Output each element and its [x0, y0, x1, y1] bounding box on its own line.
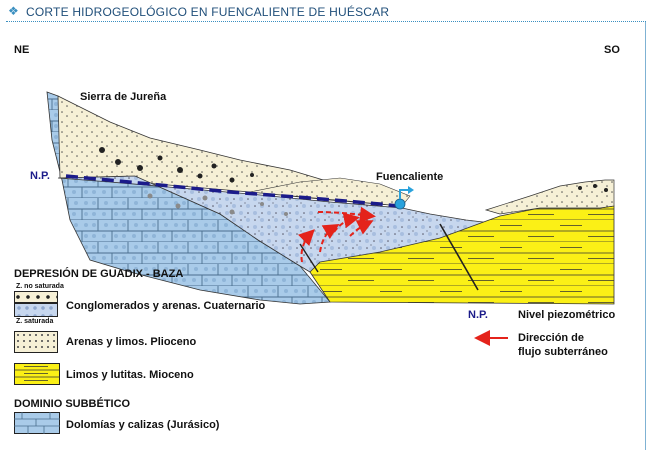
- compass-ne: NE: [14, 44, 30, 56]
- compass-so: SO: [604, 44, 620, 56]
- header-divider: [6, 21, 646, 22]
- legend-jurassic: Dolomías y calizas (Jurásico): [66, 419, 220, 431]
- np-diagram-label: N.P.: [30, 170, 50, 182]
- piezometric-line: [65, 174, 399, 208]
- legend-swatch-dolomite: [14, 412, 60, 434]
- legend-flow-line1: Dirección de: [518, 332, 585, 344]
- spring-icon: [394, 186, 414, 210]
- right-hill: [484, 179, 615, 215]
- legend-pliocene: Arenas y limos. Plioceno: [66, 336, 197, 348]
- saturated-gravel-dots: [147, 193, 288, 216]
- figure-frame: [6, 22, 646, 450]
- legend-swatch-unsat: [14, 291, 58, 303]
- legend-unsat-label: Z. no saturada: [16, 283, 64, 290]
- sierra-label: Sierra de Jureña: [80, 91, 167, 103]
- legend-swatch-sat: [14, 303, 58, 317]
- legend-np-desc: Nivel piezométrico: [518, 309, 616, 321]
- legend-swatch-pliocene: [14, 331, 58, 353]
- legend-flow-line2: flujo subterráneo: [518, 346, 608, 358]
- fault-line-2: [299, 243, 319, 273]
- legend-quaternary: Conglomerados y arenas. Cuaternario: [66, 300, 266, 312]
- legend-sat-label: Z. saturada: [16, 318, 54, 325]
- header: ❖ CORTE HIDROGEOLÓGICO EN FUENCALIENTE D…: [0, 0, 652, 24]
- legend-group-subbetico: DOMINIO SUBBÉTICO: [14, 398, 131, 410]
- fault-line-1: [439, 223, 479, 291]
- flow-arrows: [297, 206, 376, 263]
- legend-swatch-miocene: [14, 363, 60, 385]
- legend-miocene: Limos y lutitas. Mioceno: [66, 369, 194, 381]
- town-label: Fuencaliente: [376, 171, 444, 183]
- diamond-bullet-icon: ❖: [8, 4, 19, 18]
- page-title: CORTE HIDROGEOLÓGICO EN FUENCALIENTE DE …: [26, 5, 390, 19]
- legend-np-symbol: N.P.: [468, 309, 488, 321]
- conglomerate-dots: [99, 147, 608, 192]
- legend-group-guadix: DEPRESIÓN DE GUADIX - BAZA: [14, 268, 184, 280]
